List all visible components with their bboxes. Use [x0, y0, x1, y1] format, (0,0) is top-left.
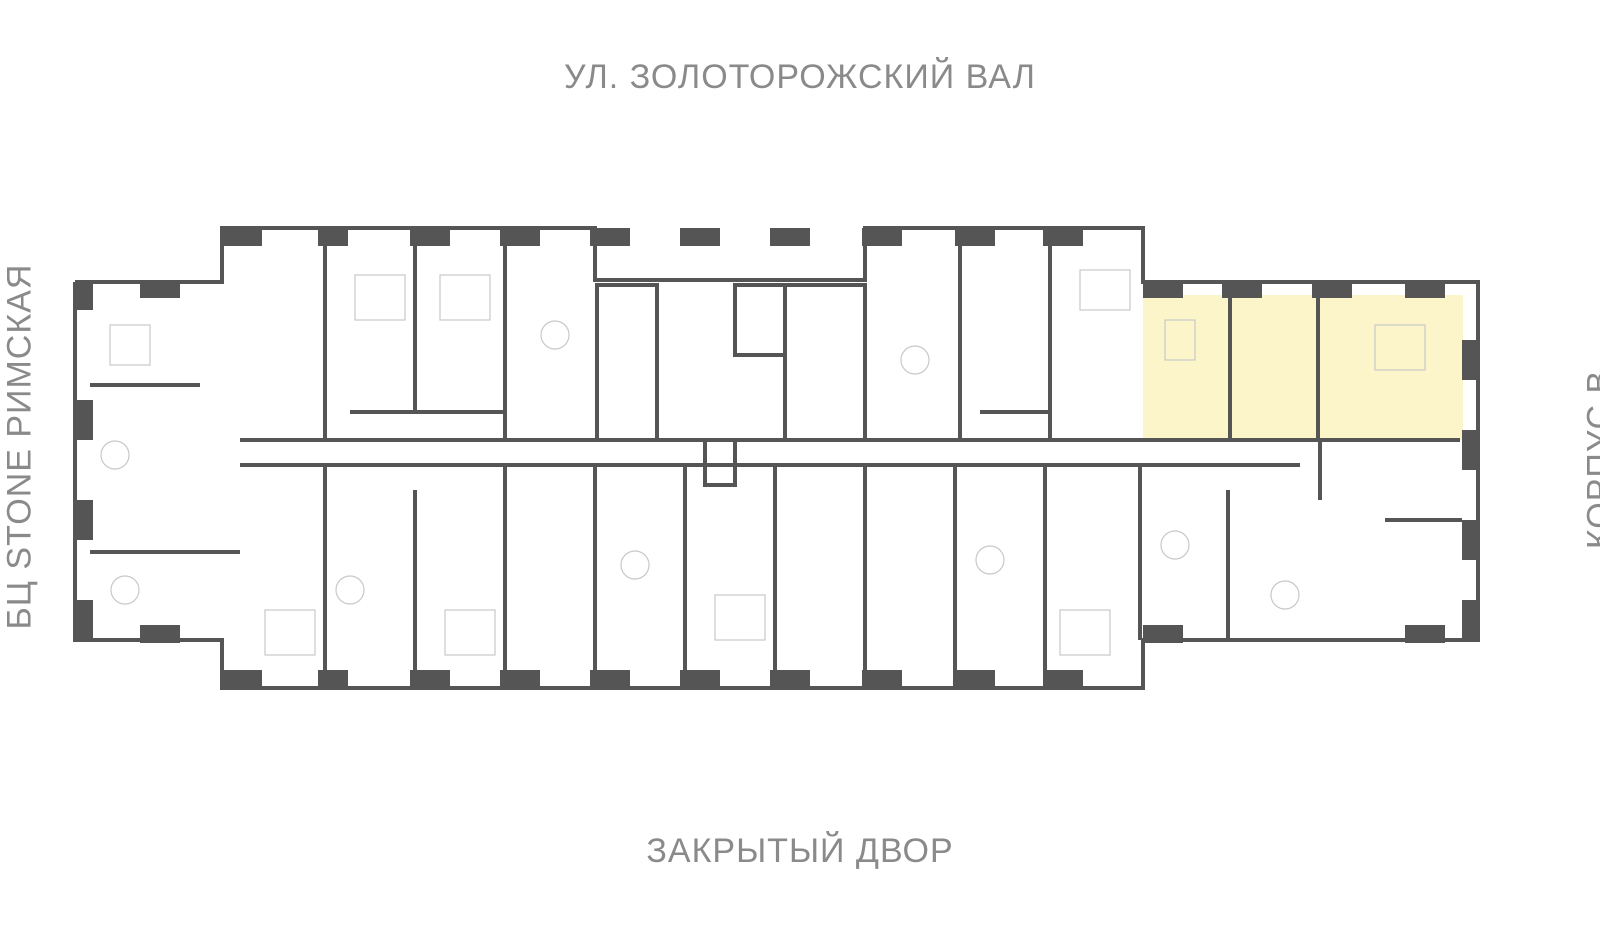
selected-apartment[interactable] — [1143, 295, 1463, 440]
street-label-north: УЛ. ЗОЛОТОРОЖСКИЙ ВАЛ — [564, 58, 1036, 96]
elevator-core — [595, 283, 659, 442]
stairwell — [783, 283, 867, 442]
columns — [75, 228, 1480, 688]
furniture — [100, 269, 1426, 656]
shaft — [703, 438, 737, 487]
courtyard-label-south: ЗАКРЫТЫЙ ДВОР — [646, 832, 954, 870]
elevator-shaft — [733, 283, 787, 357]
walls — [73, 226, 1480, 690]
